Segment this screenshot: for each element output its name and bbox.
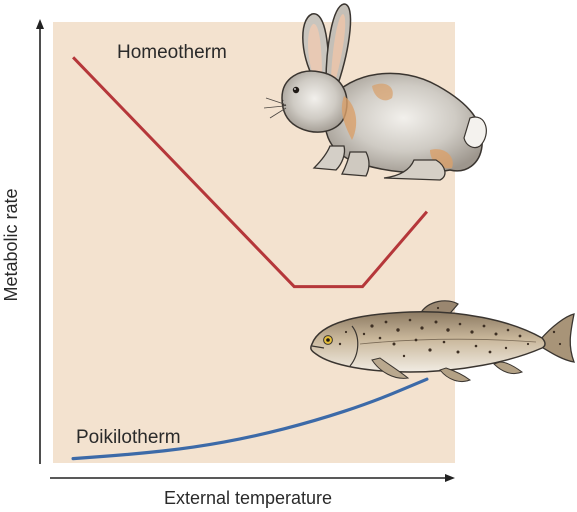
series-line-poikilotherm [71,377,429,461]
x-axis-label: External temperature [164,488,332,508]
y-axis-label: Metabolic rate [1,188,21,301]
trout-illustration [310,300,576,383]
series-label-poikilotherm: Poikilotherm [76,427,181,448]
series-line-homeotherm [72,56,429,289]
series-label-homeotherm: Homeotherm [117,42,227,63]
rabbit-illustration [263,3,487,181]
